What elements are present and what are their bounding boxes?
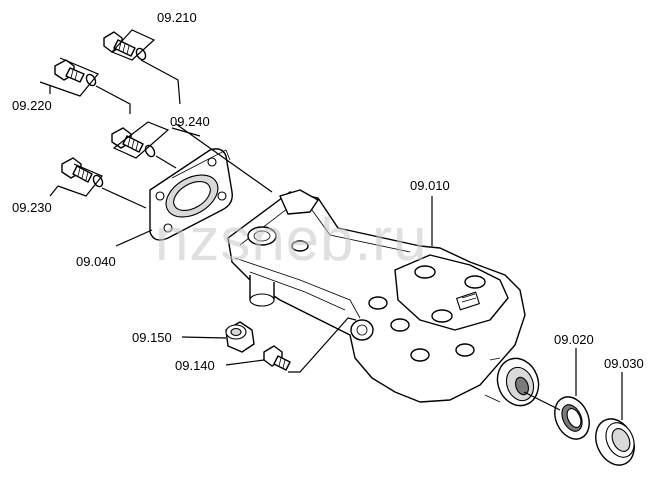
screw-09-240[interactable] <box>111 127 156 158</box>
callout-09-150: 09.150 <box>132 330 172 345</box>
callout-09-240: 09.240 <box>170 114 210 129</box>
fitting-09-140[interactable] <box>263 345 291 371</box>
screw-09-230[interactable] <box>61 157 104 188</box>
callout-labels: 09.210 09.220 09.240 09.230 09.040 09.01… <box>12 10 644 373</box>
cap-ring-09-030[interactable] <box>589 413 642 472</box>
callout-09-020: 09.020 <box>554 332 594 347</box>
gasket[interactable] <box>149 148 233 241</box>
watermark-text: nzsneb.ru <box>155 206 428 273</box>
axle-housing[interactable] <box>227 189 545 411</box>
plug-09-150[interactable] <box>225 321 255 353</box>
callout-09-140: 09.140 <box>175 358 215 373</box>
callout-09-010: 09.010 <box>410 178 450 193</box>
seal-ring-09-020[interactable] <box>548 391 596 444</box>
callout-09-210: 09.210 <box>157 10 197 25</box>
callout-09-030: 09.030 <box>604 356 644 371</box>
callout-09-220: 09.220 <box>12 98 52 113</box>
leader-lines <box>39 29 623 420</box>
callout-09-230: 09.230 <box>12 200 52 215</box>
callout-09-040: 09.040 <box>76 254 116 269</box>
